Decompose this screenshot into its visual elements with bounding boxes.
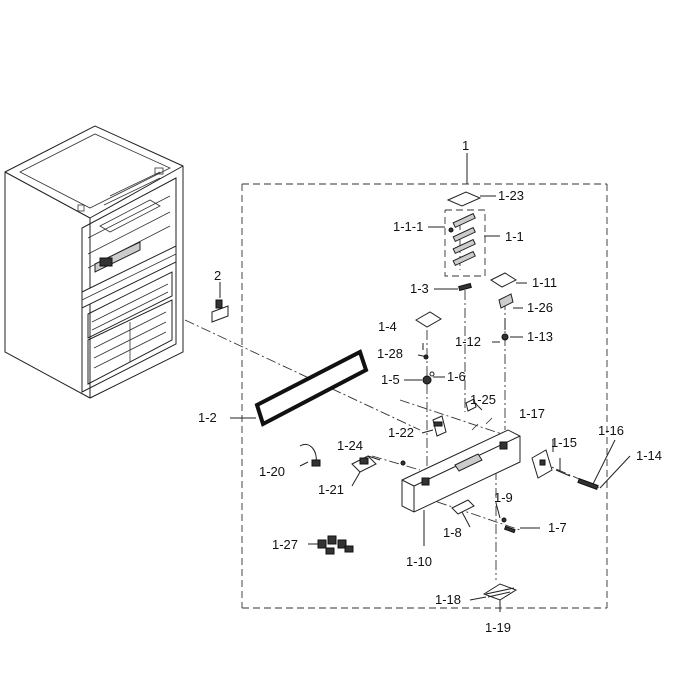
part-1-24-screw [400, 460, 406, 466]
part-1-1-buttons [448, 212, 476, 267]
label-1-10: 1-10 [406, 554, 432, 569]
part-1-9-screw [501, 517, 507, 523]
label-1-5: 1-5 [381, 372, 400, 387]
part-1-6-washer [429, 371, 435, 377]
label-1-17: 1-17 [519, 406, 545, 421]
part-labels: 1 2 1-23 1-1-1 1-1 1-11 1-3 1-26 1-4 1-1… [198, 138, 662, 635]
part-2-bracket [211, 305, 229, 323]
part-2-bracket-tab [215, 299, 223, 309]
label-1-20: 1-20 [259, 464, 285, 479]
label-1-21: 1-21 [318, 482, 344, 497]
refrigerator-cabinet-illustration [4, 125, 184, 399]
label-1-16: 1-16 [598, 423, 624, 438]
part-1-4-cover [415, 311, 442, 328]
label-1-11: 1-11 [532, 275, 557, 290]
part-1-27-screws [317, 535, 354, 555]
part-1-18-strip [482, 583, 518, 601]
label-1-7: 1-7 [548, 520, 567, 535]
label-1-15: 1-15 [551, 435, 577, 450]
label-1-19: 1-19 [485, 620, 511, 635]
part-1-11-cover [489, 272, 518, 288]
label-1-26: 1-26 [527, 300, 553, 315]
parts [211, 191, 599, 601]
label-assembly-1: 1 [462, 138, 469, 153]
part-1-25-bracket [465, 398, 477, 412]
part-1-5-roller [422, 375, 432, 385]
label-1-1: 1-1 [505, 229, 524, 244]
part-1-13-screw [501, 333, 509, 341]
label-1-12: 1-12 [455, 334, 481, 349]
label-1-18: 1-18 [435, 592, 461, 607]
label-1-13: 1-13 [527, 329, 553, 344]
part-1-26-hinge [498, 293, 514, 309]
label-1-27: 1-27 [272, 537, 298, 552]
label-1-28: 1-28 [377, 346, 403, 361]
label-1-1-1: 1-1-1 [393, 219, 423, 234]
label-1-22: 1-22 [388, 425, 414, 440]
label-1-8: 1-8 [443, 525, 462, 540]
label-1-14: 1-14 [636, 448, 662, 463]
label-leaders [219, 195, 631, 612]
label-1-23: 1-23 [498, 188, 524, 203]
part-1-7-screw [503, 525, 516, 534]
label-1-2: 1-2 [198, 410, 217, 425]
label-1-4: 1-4 [378, 319, 397, 334]
part-1-2-gasket [254, 349, 369, 427]
part-1-14-pin [577, 478, 599, 490]
part-1-23-plate [446, 191, 482, 207]
label-1-6: 1-6 [447, 369, 466, 384]
label-2: 2 [214, 268, 221, 283]
part-1-3-strip [458, 282, 472, 292]
part-1-8-plate [451, 499, 475, 515]
label-1-3: 1-3 [410, 281, 429, 296]
part-1-20-wire [299, 444, 317, 463]
part-1-10-housing [401, 429, 521, 513]
assembly-boundary [241, 153, 608, 609]
label-1-24: 1-24 [337, 438, 363, 453]
part-1-1-group-outline [444, 209, 486, 277]
label-1-25: 1-25 [470, 392, 496, 407]
alignment-lines [184, 220, 601, 580]
label-1-9: 1-9 [494, 490, 513, 505]
part-1-15-shaft [555, 469, 571, 477]
